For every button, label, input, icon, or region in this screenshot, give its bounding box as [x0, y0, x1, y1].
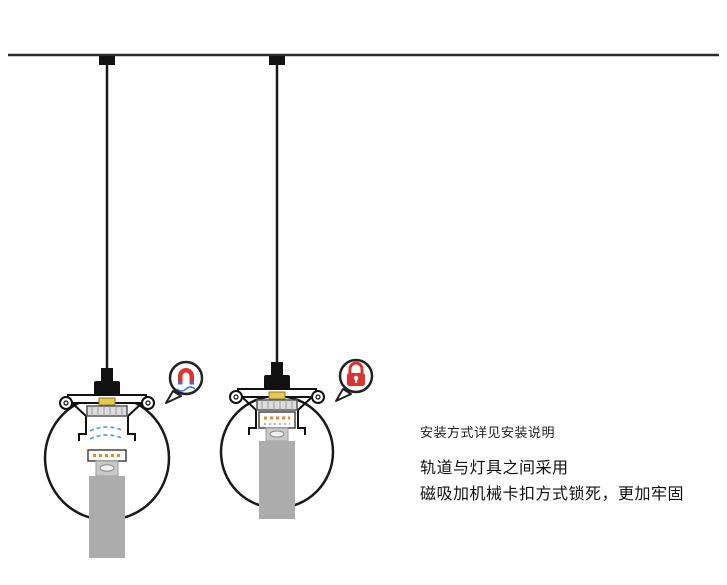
magnetic-wave	[89, 434, 125, 440]
cable-connector	[271, 362, 283, 375]
ceiling-mount	[99, 56, 115, 65]
magnetic-wave	[89, 426, 125, 432]
feed-block	[264, 375, 290, 389]
light-fixture	[86, 397, 128, 558]
power-contact	[98, 397, 116, 406]
lock-badge	[335, 358, 374, 402]
magnet-strip	[256, 399, 298, 411]
ceiling-mount	[269, 56, 285, 65]
lamp-body	[89, 476, 125, 558]
assembly-magnet-stage	[43, 56, 171, 558]
magnet-icon	[176, 368, 196, 392]
assembly-locked-stage	[219, 56, 335, 519]
magnet-strip	[86, 405, 128, 417]
description-block: 轨道与灯具之间采用 磁吸加机械卡扣方式锁死，更加牢固	[420, 456, 684, 508]
power-contact	[268, 391, 286, 400]
feed-block	[94, 381, 120, 395]
description-line-1: 轨道与灯具之间采用	[420, 460, 569, 477]
lamp-body	[259, 441, 295, 519]
light-fixture	[256, 391, 298, 519]
install-note: 安装方式详见安装说明	[420, 425, 556, 440]
latch-bracket	[258, 411, 296, 429]
cable-connector	[101, 368, 113, 381]
magnet-badge	[165, 360, 204, 404]
lock-icon	[347, 361, 365, 386]
description-line-2: 磁吸加机械卡扣方式锁死，更加牢固	[420, 486, 685, 503]
